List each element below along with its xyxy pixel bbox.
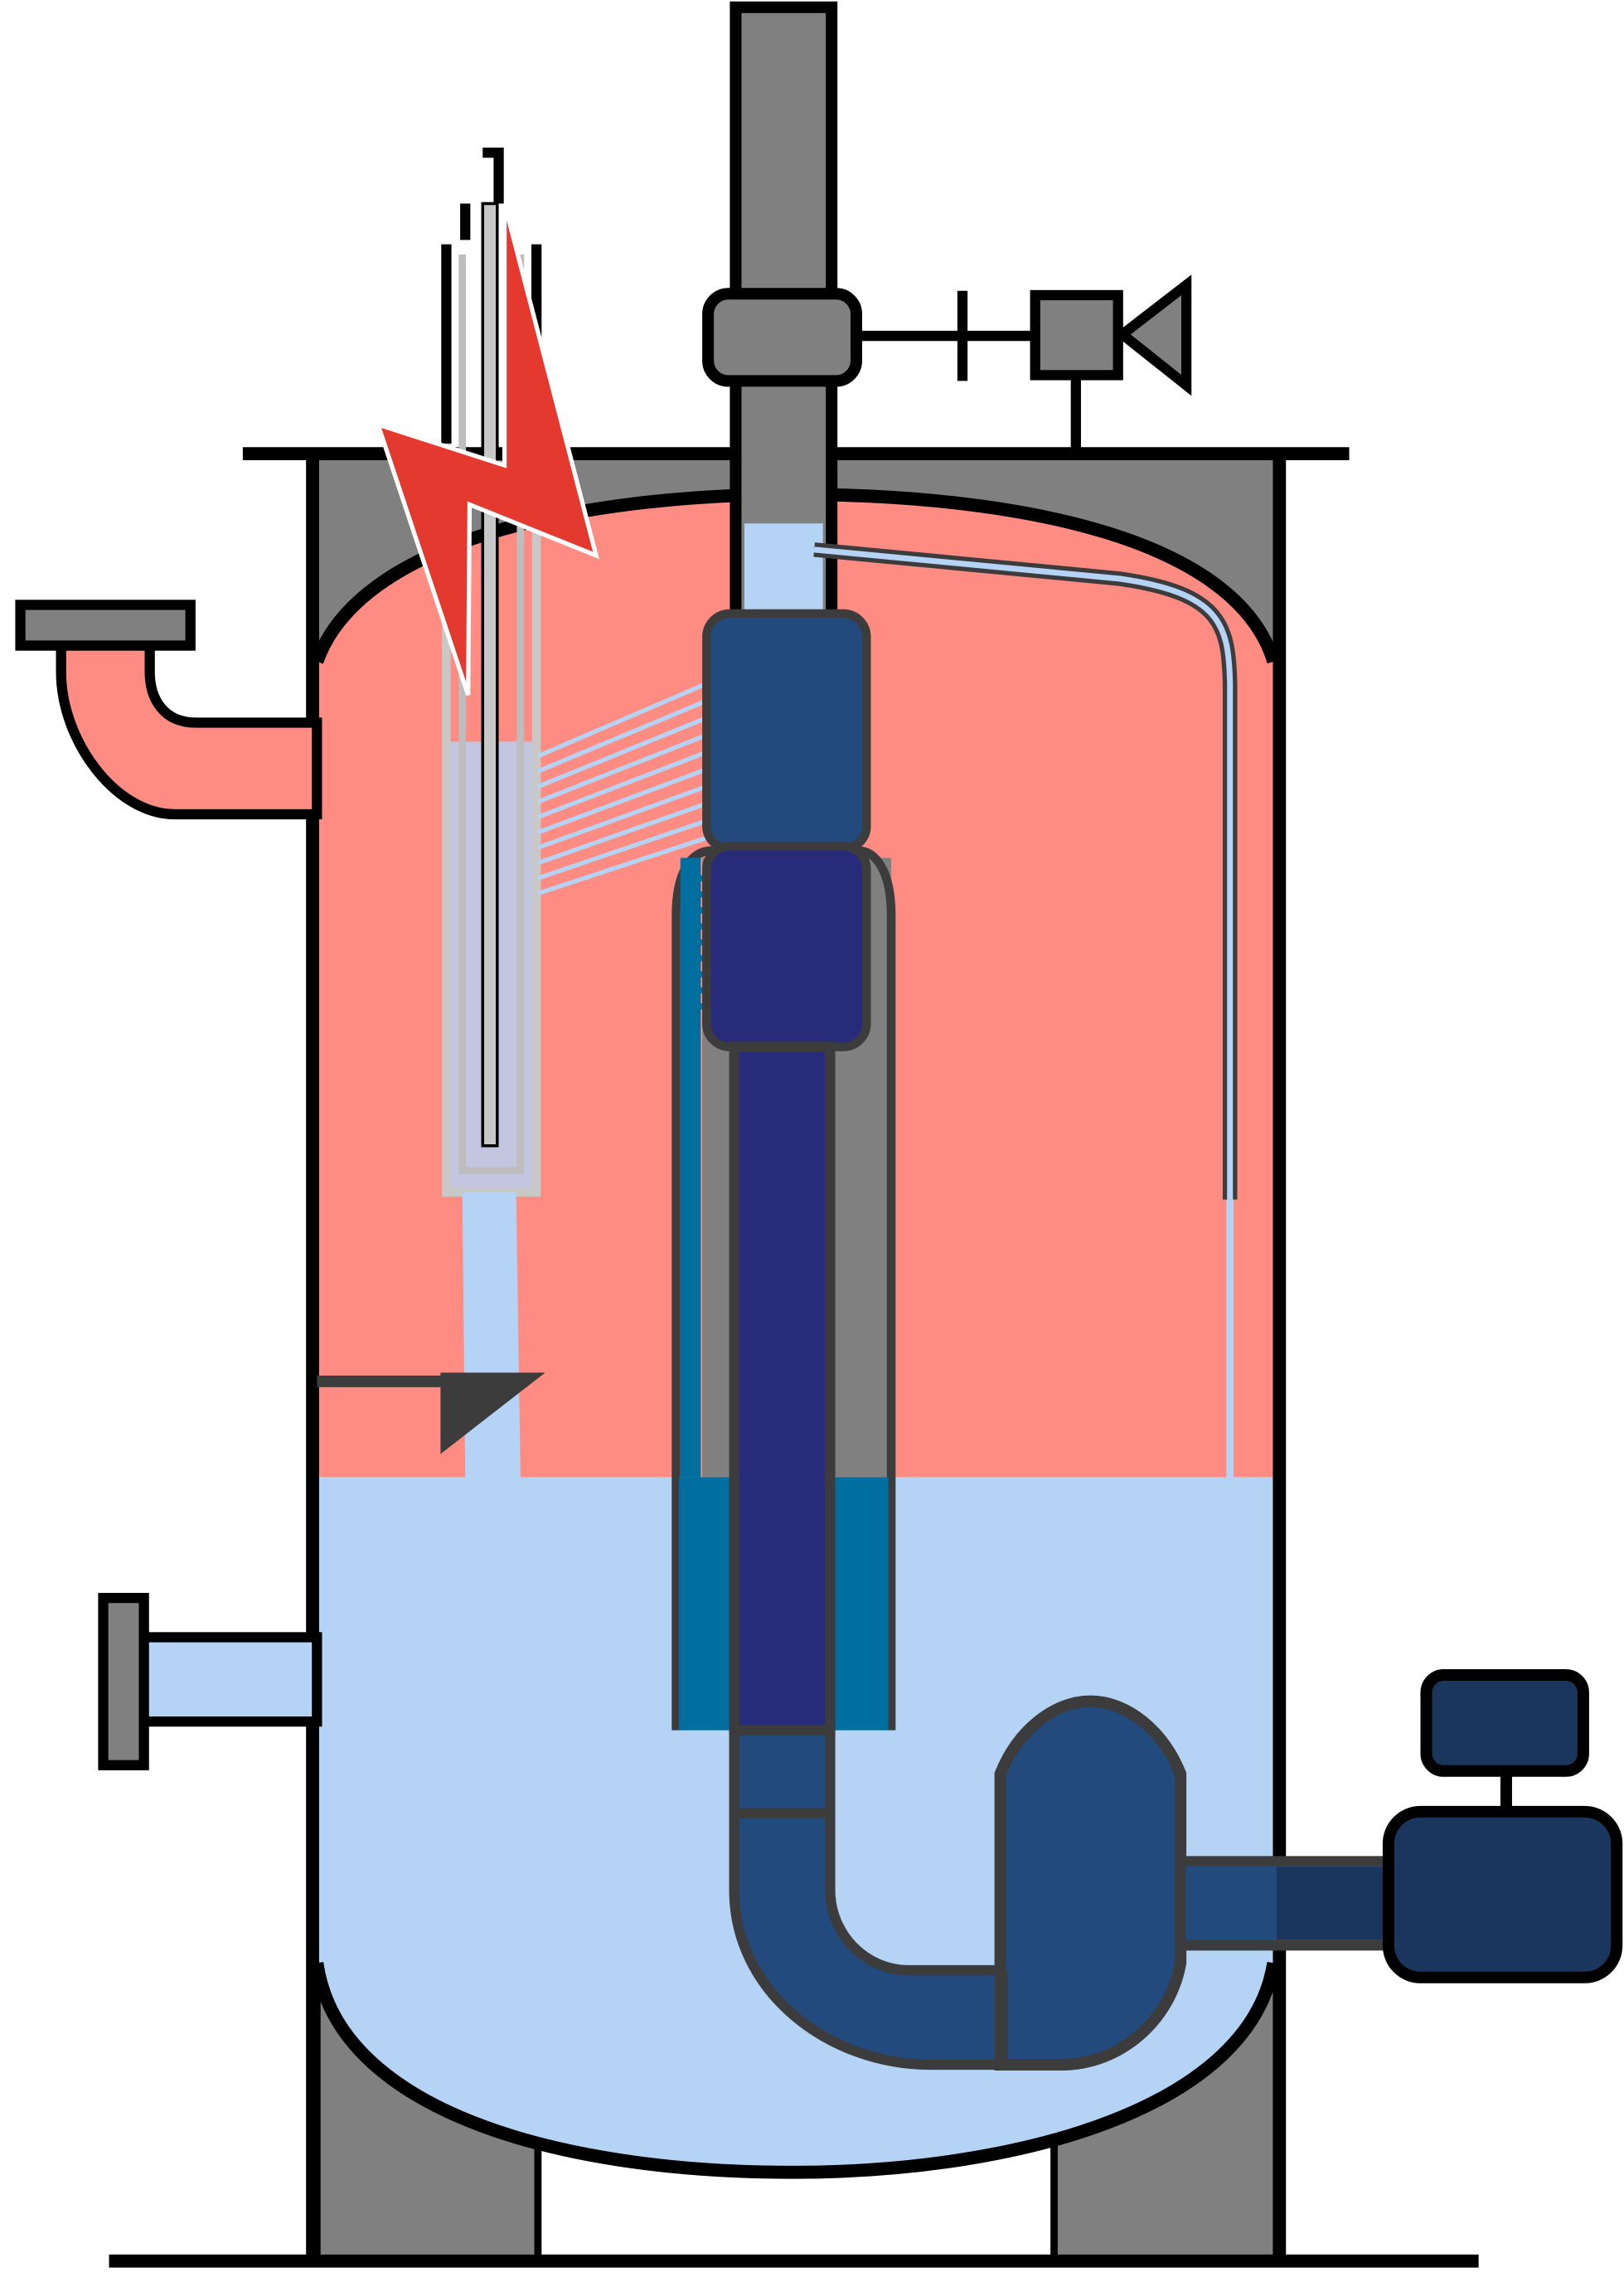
heater-core — [481, 201, 499, 1148]
sparger-line — [536, 739, 735, 819]
lightning-bolt-icon — [374, 202, 599, 697]
riser-lower — [702, 842, 871, 1051]
sparger-line — [536, 687, 735, 774]
sparger-line — [536, 669, 735, 759]
spray-stream — [462, 1192, 521, 1478]
outlet-nozzle-outside — [1276, 1867, 1388, 1940]
sensor-tube-inner — [813, 546, 1234, 1200]
level-indicator-icon — [440, 1372, 545, 1454]
valve-actuator — [1030, 289, 1123, 381]
sparger-line — [536, 721, 735, 804]
sparger-line — [537, 791, 735, 866]
sparger-line — [537, 808, 735, 881]
water-nozzle-pipe — [137, 1632, 322, 1727]
sparger-line — [537, 827, 735, 896]
vessel-walls — [109, 447, 1479, 2268]
bottom-head-outline — [310, 1961, 1281, 2179]
gland — [702, 288, 863, 387]
valve-icon — [1113, 274, 1192, 396]
shroud-teal-upper — [680, 857, 701, 1478]
heater-inner — [458, 254, 525, 1174]
riser-upper — [702, 609, 871, 854]
motor-controller — [1420, 1669, 1589, 1777]
motor — [1382, 1805, 1623, 1983]
central-pipe-water — [744, 523, 823, 614]
inlet-nozzle-steam — [56, 638, 322, 820]
water-nozzle-flange — [98, 1592, 149, 1770]
sparger-line — [536, 756, 735, 835]
downcomer — [729, 1041, 836, 1736]
steam-nozzle-flange — [15, 600, 196, 651]
sparger-line — [537, 774, 735, 850]
sparger-line — [536, 704, 735, 789]
pump — [994, 1695, 1187, 2071]
